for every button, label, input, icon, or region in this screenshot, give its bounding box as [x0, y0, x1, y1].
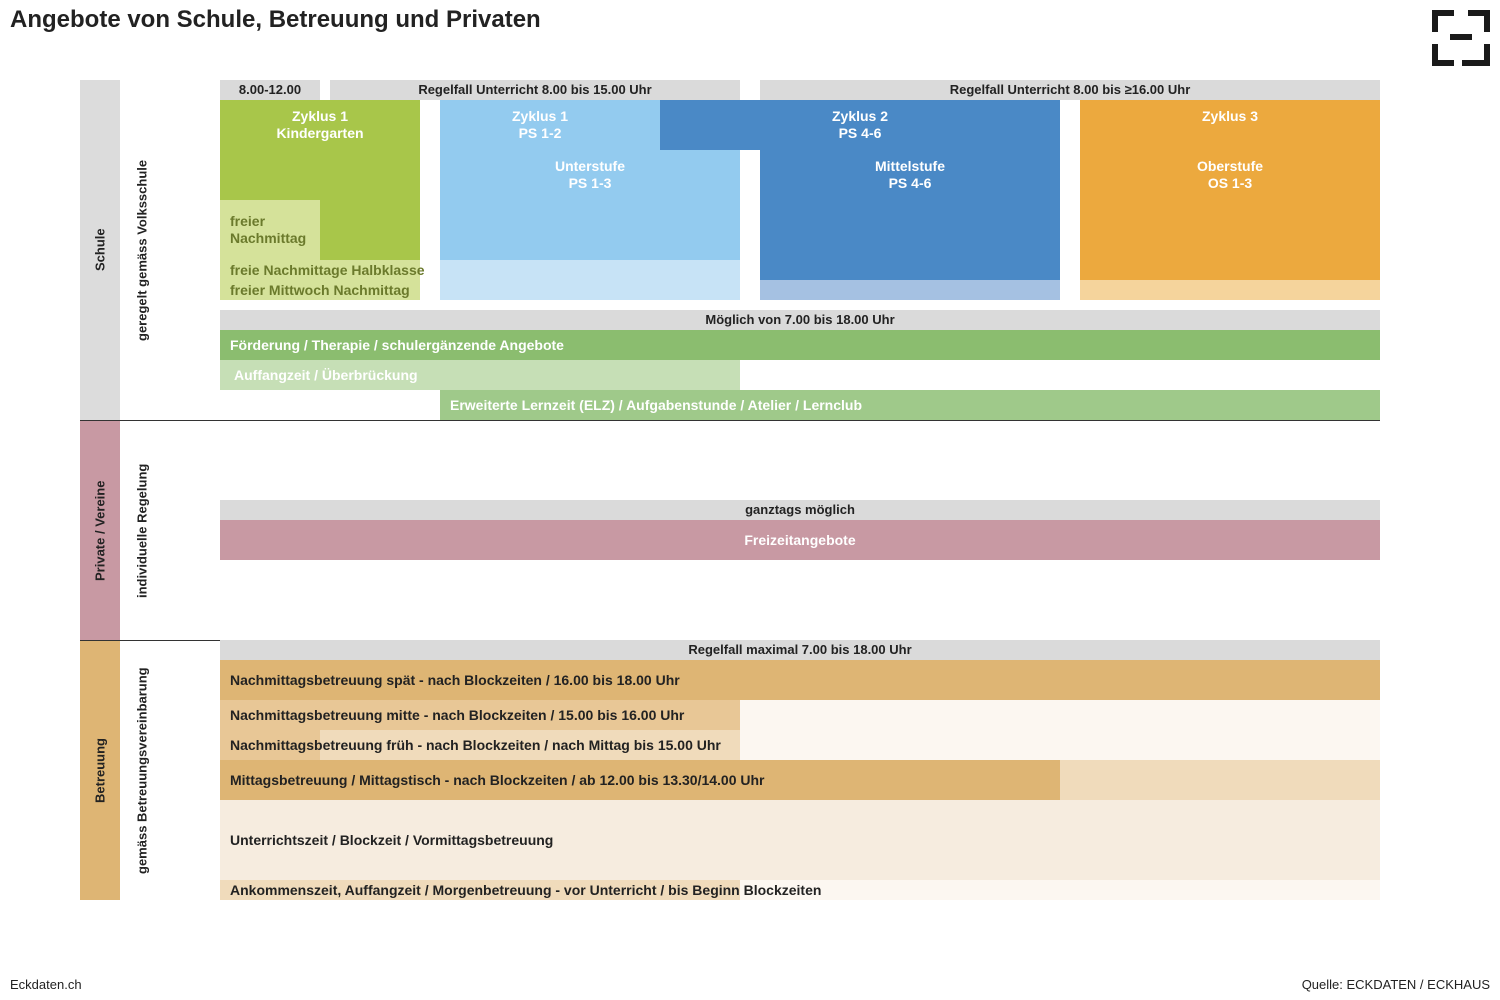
betreuung-mitte-pale-bg: [740, 700, 1380, 760]
sub-label-private: individuelle Regelung: [134, 463, 150, 598]
freier-label: freier: [230, 213, 266, 229]
section-label-schule: Schule: [80, 80, 120, 420]
unterstufe-name: Unterstufe: [554, 158, 625, 174]
header-kindergarten-time: 8.00-12.00: [220, 80, 320, 100]
zyklus1-ps-classes: PS 1-2: [518, 125, 562, 141]
freier-mittwoch-label: freier Mittwoch Nachmittag: [230, 282, 410, 298]
mittelstufe-name: Mittelstufe: [875, 158, 945, 174]
freier-nachmittag-label: freier Nachmittag: [230, 213, 306, 247]
foerderung-label: Förderung / Therapie / schulergänzende A…: [230, 337, 564, 353]
betreuung-mittag-extension: [1060, 760, 1380, 800]
eckdaten-corner-logo-icon: [1432, 10, 1490, 66]
zyklus1-ps-label: Zyklus 1 PS 1-2: [440, 108, 640, 142]
betreuung-frueh-dark-part: [220, 730, 320, 760]
sub-label-schule: geregelt gemäss Volksschule: [134, 159, 150, 341]
betreuung-frueh-label: Nachmittagsbetreuung früh - nach Blockze…: [230, 737, 721, 753]
zyklus1-ps-zyklus: Zyklus 1: [511, 108, 569, 124]
header-primarschule-time: Regelfall Unterricht 8.00 bis 15.00 Uhr: [330, 80, 740, 100]
nachmittag-label: Nachmittag: [230, 230, 307, 246]
freie-halbklasse-block: [220, 260, 420, 300]
betreuung-spaet-bar: Nachmittagsbetreuung spät - nach Blockze…: [220, 660, 1380, 700]
betreuung-mittag-label: Mittagsbetreuung / Mittagstisch - nach B…: [230, 772, 765, 788]
zyklus2-classes: PS 4-6: [838, 125, 882, 141]
betreuung-spaet-label: Nachmittagsbetreuung spät - nach Blockze…: [230, 672, 680, 688]
kindergarten-zyklus: Zyklus 1: [291, 108, 349, 124]
freizeit-label: Freizeitangebote: [744, 532, 856, 548]
oberstufe-light-block: [1080, 280, 1380, 300]
oberstufe-name: Oberstufe: [1196, 158, 1264, 174]
kindergarten-label: Zyklus 1 Kindergarten: [220, 108, 420, 142]
unterstufe-classes: PS 1-3: [568, 175, 612, 191]
oberstufe-classes: OS 1-3: [1207, 175, 1253, 191]
betreuung-ankommen-pale: [740, 880, 1380, 900]
footer-site: Eckdaten.ch: [10, 977, 82, 992]
zyklus3-label: Zyklus 3: [1201, 108, 1259, 124]
auffangzeit-label: Auffangzeit / Überbrückung: [234, 367, 418, 383]
elz-bar: Erweiterte Lernzeit (ELZ) / Aufgabenstun…: [440, 390, 1380, 420]
page-title: Angebote von Schule, Betreuung und Priva…: [10, 6, 541, 33]
betreuung-mitte-label: Nachmittagsbetreuung mitte - nach Blockz…: [230, 707, 685, 723]
foerderung-bar: Förderung / Therapie / schulergänzende A…: [220, 330, 1380, 360]
freie-halbklasse-label: freie Nachmittage Halbklasse: [230, 262, 425, 278]
mittelstufe-block: [760, 100, 1060, 280]
zyklus2-label: Zyklus 2 PS 4-6: [760, 108, 960, 142]
mittelstufe-light-block: [760, 280, 1060, 300]
betreuung-ankommen-light: [220, 880, 740, 900]
unterstufe-label: Unterstufe PS 1-3: [440, 158, 740, 192]
betreuung-unterricht-bar: Unterrichtszeit / Blockzeit / Vormittags…: [220, 800, 1380, 880]
betreuung-mitte-bar: Nachmittagsbetreuung mitte - nach Blockz…: [220, 700, 740, 730]
betreuung-ankommen-label: Ankommenszeit, Auffangzeit / Morgenbetre…: [230, 882, 822, 898]
betreuung-mittag-bar: Mittagsbetreuung / Mittagstisch - nach B…: [220, 760, 1060, 800]
elz-label: Erweiterte Lernzeit (ELZ) / Aufgabenstun…: [450, 397, 863, 413]
header-ganztags: ganztags möglich: [220, 500, 1380, 520]
betreuung-ankommen-bar: Ankommenszeit, Auffangzeit / Morgenbetre…: [220, 880, 1380, 900]
betreuung-frueh-light-part: [320, 730, 740, 760]
mittelstufe-classes: PS 4-6: [888, 175, 932, 191]
zyklus2-zyklus: Zyklus 2: [831, 108, 889, 124]
header-oberstufe-time: Regelfall Unterricht 8.00 bis ≥16.00 Uhr: [760, 80, 1380, 100]
sub-label-betreuung: gemäss Betreuungsvereinbarung: [134, 667, 150, 874]
header-moeglich: Möglich von 7.00 bis 18.00 Uhr: [220, 310, 1380, 330]
section-label-betreuung: Betreuung: [80, 641, 120, 900]
betreuung-unterricht-label: Unterrichtszeit / Blockzeit / Vormittags…: [230, 832, 554, 848]
betreuung-frueh-bar: Nachmittagsbetreuung früh - nach Blockze…: [220, 730, 740, 760]
unterstufe-light-block: [440, 260, 740, 300]
footer-source: Quelle: ECKDATEN / ECKHAUS: [1301, 977, 1490, 992]
kindergarten-name: Kindergarten: [276, 125, 364, 141]
oberstufe-block: [1080, 100, 1380, 280]
mittelstufe-label: Mittelstufe PS 4-6: [760, 158, 1060, 192]
section-label-private: Private / Vereine: [80, 421, 120, 640]
freier-nachmittag-block: [220, 200, 320, 260]
oberstufe-label: Oberstufe OS 1-3: [1080, 158, 1380, 192]
auffangzeit-bar: Auffangzeit / Überbrückung: [220, 360, 740, 390]
divider-schule: [80, 420, 1380, 421]
freizeit-bar: Freizeitangebote: [220, 520, 1380, 560]
header-regelfall-max: Regelfall maximal 7.00 bis 18.00 Uhr: [220, 640, 1380, 660]
